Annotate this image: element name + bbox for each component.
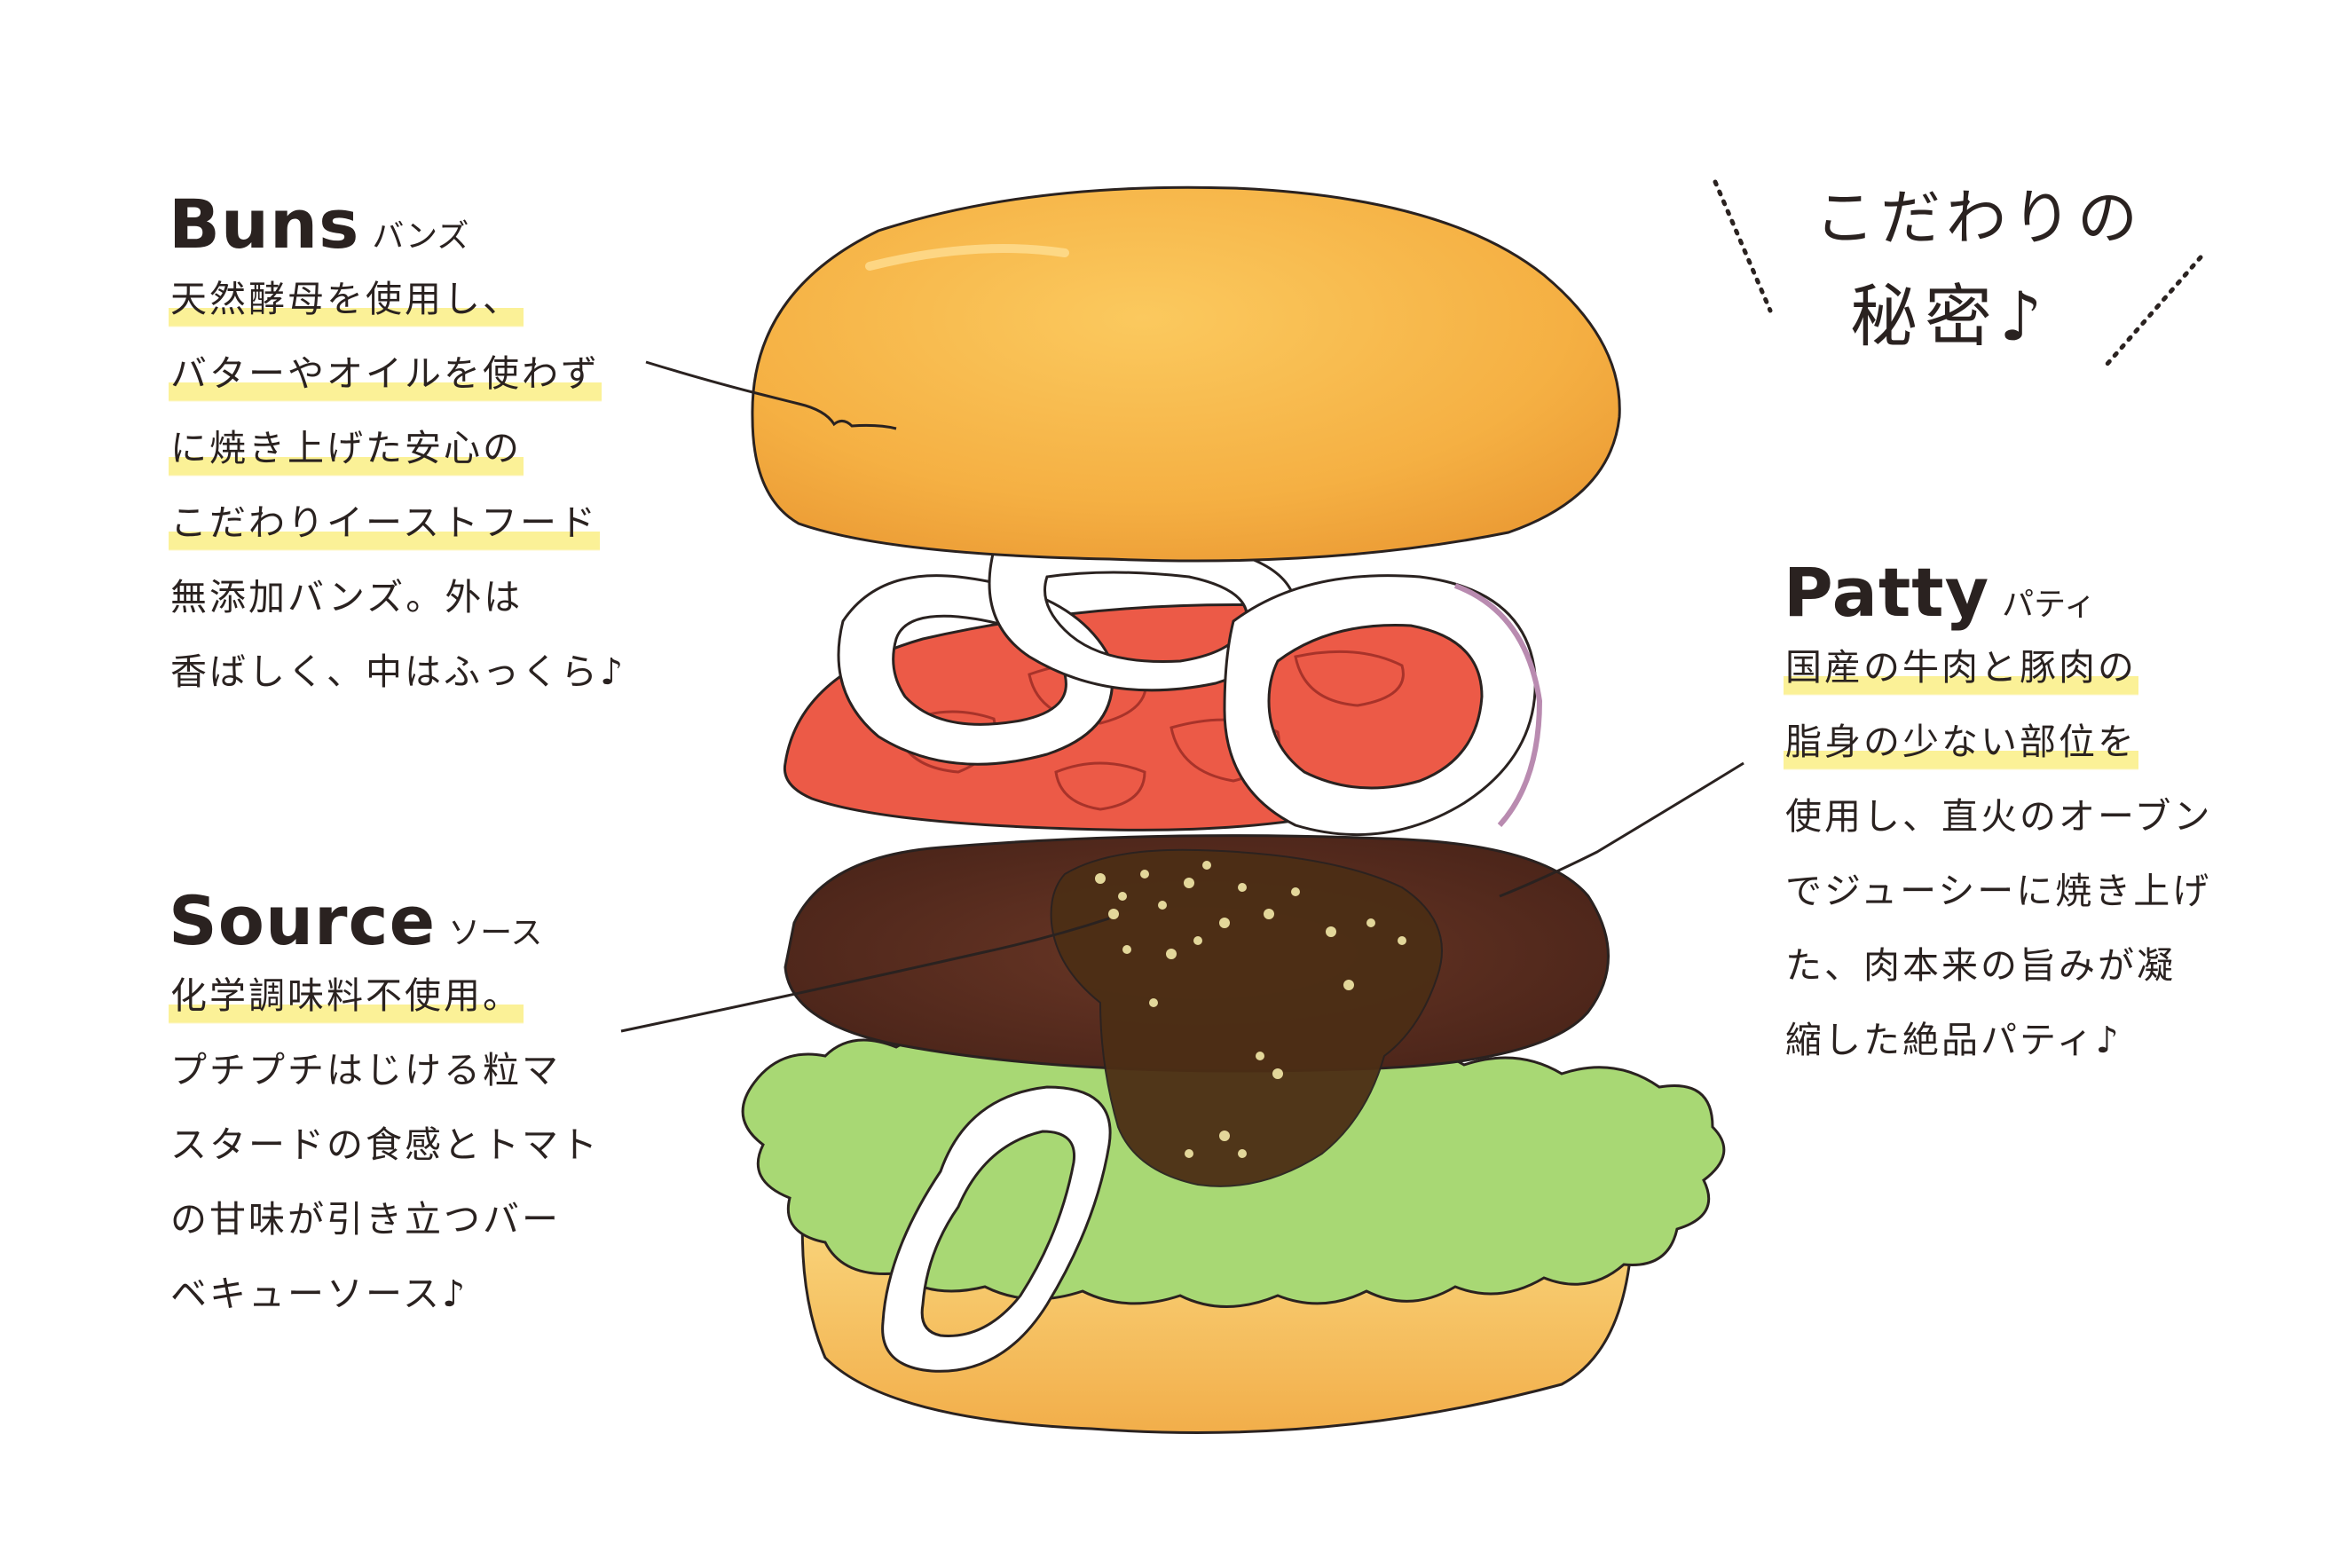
patty-kana: パティ <box>2002 587 2096 623</box>
patty-description: 国産の牛肉と豚肉の脂身の少ない部位を使用し、直火のオーブンでジューシーに焼き上げ… <box>1784 639 2215 1068</box>
buns-description-line: に焼き上げた安心の <box>169 420 524 477</box>
buns-title: Buns <box>169 185 360 264</box>
onion-rings <box>837 538 1537 1373</box>
source-description-line: の甘味が引き立つバー <box>170 1198 561 1241</box>
patty-description-line: でジューシーに焼き上げ <box>1785 870 2212 912</box>
buns-description-line: 香ばしく、中はふっくら♪ <box>170 650 626 693</box>
buns-description-line: こだわりイーストフード <box>169 494 600 551</box>
buns-description: 天然酵母を使用し、バターやオイルを使わずに焼き上げた安心のこだわりイーストフード… <box>169 271 627 700</box>
source-leader-line <box>620 917 1110 1033</box>
source-section: Source ソース 化学調味料不使用。プチプチはじける粒マスタードの食感とトマ… <box>169 887 602 1322</box>
source-kana: ソース <box>448 915 543 951</box>
buns-description-line: 無添加バンズ。外は <box>170 576 524 619</box>
patty-description-line: 脂身の少ない部位を <box>1784 713 2138 770</box>
source-description: 化学調味料不使用。プチプチはじける粒マスタードの食感とトマトの甘味が引き立つバー… <box>169 967 602 1322</box>
patty-description-line: 国産の牛肉と豚肉の <box>1784 639 2138 696</box>
secret-line-2: 秘密♪ <box>1850 277 2050 356</box>
buns-kana: バンズ <box>372 218 469 255</box>
patty-section: Patty パティ 国産の牛肉と豚肉の脂身の少ない部位を使用し、直火のオーブンで… <box>1784 559 2215 1068</box>
dotted-line-right <box>2105 255 2203 366</box>
buns-description-line: 天然酵母を使用し、 <box>169 271 524 327</box>
source-description-line: プチプチはじける粒マ <box>170 1049 561 1091</box>
buns-leader-line <box>645 360 897 430</box>
secret-heading: こだわりの 秘密♪ <box>1717 169 2339 373</box>
patty-description-line: 縮した絶品パティ♪ <box>1785 1019 2122 1061</box>
patty-description-line: た、肉本来の旨みが凝 <box>1785 944 2176 987</box>
buns-section: Buns バンズ 天然酵母を使用し、バターやオイルを使わずに焼き上げた安心のこだ… <box>169 191 627 700</box>
top-bun <box>751 185 1621 563</box>
source-description-line: スタードの食感とトマト <box>170 1123 600 1166</box>
source-description-line: 化学調味料不使用。 <box>169 967 524 1024</box>
patty-leader-line <box>1499 761 1744 898</box>
source-description-line: ベキューソース♪ <box>170 1273 469 1315</box>
mustard-seeds <box>1095 861 1406 1158</box>
source-title: Source <box>169 881 437 960</box>
dotted-line-left <box>1713 179 1773 313</box>
buns-description-line: バターやオイルを使わず <box>169 345 602 402</box>
secret-line-1: こだわりの <box>1815 184 2144 254</box>
bbq-sauce <box>1050 848 1443 1187</box>
patty-title: Patty <box>1784 553 1990 632</box>
patty-description-line: 使用し、直火のオーブン <box>1785 795 2213 838</box>
